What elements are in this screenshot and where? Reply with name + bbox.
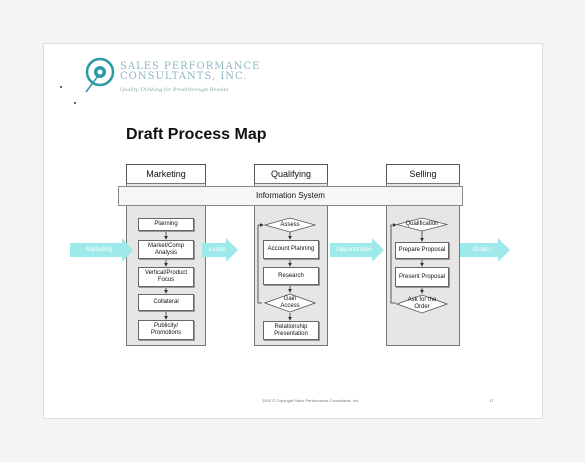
bullet-dot xyxy=(74,102,76,104)
step-relationship-presentation: Relationship Presentation xyxy=(263,321,319,340)
step-present-proposal: Present Proposal xyxy=(395,267,449,287)
flow-label-marketing: Marketing xyxy=(85,247,113,253)
decision-qualification-label: Qualification xyxy=(405,221,439,227)
decision-ask-for-order-label: Ask for the Order xyxy=(407,297,437,310)
decision-gain-access-label: Gain Access xyxy=(280,296,300,309)
information-system-bar: Information System xyxy=(118,186,463,206)
step-collateral: Collateral xyxy=(138,294,194,311)
step-research: Research xyxy=(263,267,319,285)
bullet-dot xyxy=(60,86,62,88)
decision-gain-access: Gain Access xyxy=(264,293,316,313)
flow-arrow-4 xyxy=(460,238,510,262)
flow-arrow-3 xyxy=(330,238,384,262)
logo-text: SALES PERFORMANCE CONSULTANTS, INC. xyxy=(120,62,260,82)
step-vertical-product-focus: Vertical/Product Focus xyxy=(138,267,194,287)
step-prepare-proposal: Prepare Proposal xyxy=(395,242,449,259)
decision-assess: Assess xyxy=(264,217,316,233)
logo-line-1: SALES PERFORMANCE xyxy=(120,61,261,72)
copyright-footer: 2003 © Copyright Sales Performance Consu… xyxy=(262,398,360,403)
step-market-comp-analysis: Market/Comp Analysis xyxy=(138,240,194,259)
flow-arrow-1 xyxy=(70,238,133,262)
step-account-planning: Account Planning xyxy=(263,240,319,259)
logo-swirl-icon xyxy=(85,57,115,93)
flow-label-orders: Orders xyxy=(472,247,492,253)
page-title: Draft Process Map xyxy=(126,126,267,143)
page-number: 17 xyxy=(489,398,494,403)
flow-label-opportunities: Opportunities xyxy=(336,247,372,253)
company-logo: SALES PERFORMANCE CONSULTANTS, INC. Qual… xyxy=(80,56,280,102)
flow-label-leads: Leads xyxy=(208,247,226,253)
step-planning: Planning xyxy=(138,218,194,231)
logo-line-2: CONSULTANTS, INC. xyxy=(120,71,248,82)
logo-tagline: Quality Thinking for Breakthrough Result… xyxy=(120,87,229,93)
decision-qualification: Qualification xyxy=(396,217,448,232)
decision-ask-for-order: Ask for the Order xyxy=(396,294,448,314)
flow-arrow-2 xyxy=(202,238,238,262)
decision-assess-label: Assess xyxy=(280,221,300,228)
step-publicity-promotions: Publicity/ Promotions xyxy=(138,320,194,340)
